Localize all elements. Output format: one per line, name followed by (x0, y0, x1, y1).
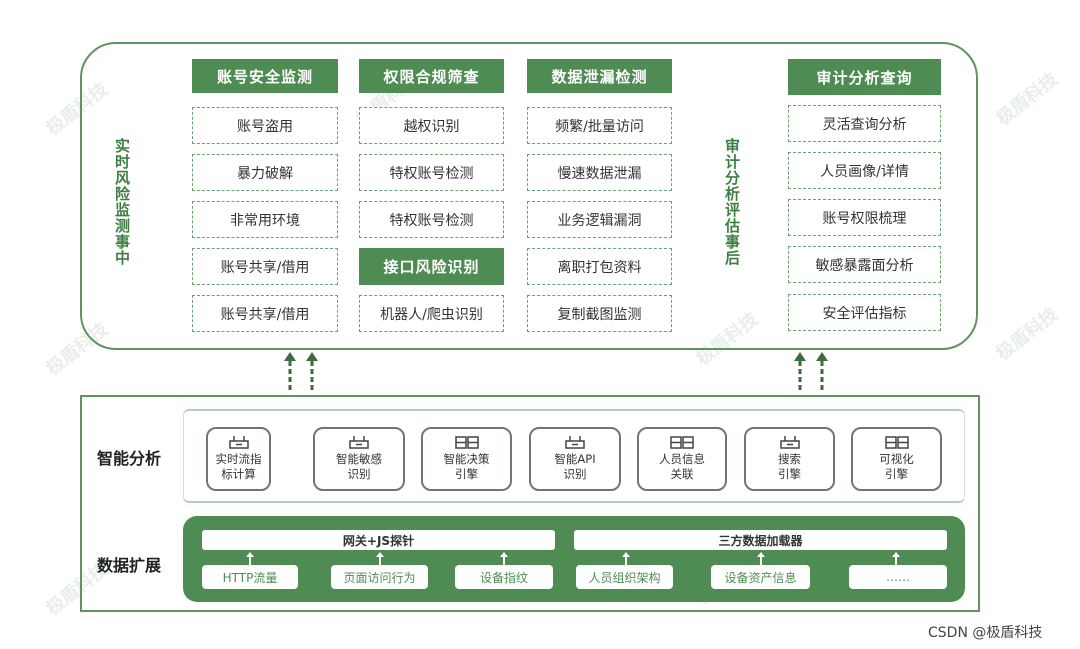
data-extension-band (183, 516, 965, 602)
database-icon (670, 436, 694, 449)
watermark: 极盾科技 (992, 68, 1063, 130)
analysis-card: 智能敏感 识别 (313, 427, 405, 491)
item-box: 复制截图监测 (527, 295, 672, 332)
item-box: 账号权限梳理 (788, 199, 941, 236)
right-side-label: 审计分析评估事后 (723, 138, 741, 266)
item-box: 频繁/批量访问 (527, 107, 672, 144)
sub-header-interface-risk: 接口风险识别 (359, 248, 504, 285)
analysis-band (183, 409, 965, 503)
item-box: 账号共享/借用 (192, 248, 338, 285)
analysis-card: 智能决策 引擎 (421, 427, 512, 491)
item-box: 离职打包资料 (527, 248, 672, 285)
up-arrow-icon (757, 552, 765, 566)
analysis-card: 搜索 引擎 (744, 427, 835, 491)
database-icon (454, 436, 479, 449)
analysis-card: 实时流指 标计算 (206, 427, 271, 491)
server-icon (228, 436, 249, 449)
item-box: 越权识别 (359, 107, 504, 144)
data-source-box: 页面访问行为 (331, 565, 428, 589)
column-header-account-security: 账号安全监测 (192, 59, 338, 93)
up-arrow-icon (892, 552, 900, 566)
data-row-title: 数据扩展 (97, 556, 162, 575)
item-box: 暴力破解 (192, 154, 338, 191)
up-arrow-icon (246, 552, 254, 566)
analysis-row-title: 智能分析 (97, 449, 162, 468)
up-arrow-icon (816, 352, 828, 390)
footer-credit: CSDN @极盾科技 (928, 625, 1043, 641)
card-label: 智能敏感 识别 (336, 452, 382, 481)
third-party-loader-bar: 三方数据加载器 (574, 530, 947, 550)
up-arrow-icon (376, 552, 384, 566)
server-icon (779, 436, 800, 449)
item-box: 慢速数据泄漏 (527, 154, 672, 191)
item-box: 安全评估指标 (788, 294, 941, 331)
up-arrow-icon (306, 352, 318, 390)
database-icon (884, 436, 909, 449)
realtime-audit-frame (80, 42, 978, 350)
item-box: 非常用环境 (192, 201, 338, 238)
gateway-bar: 网关+JS探针 (202, 530, 555, 550)
up-arrow-icon (284, 352, 296, 390)
up-arrow-icon (500, 552, 508, 566)
column-header-audit-analysis: 审计分析查询 (788, 59, 941, 95)
item-box: 账号共享/借用 (192, 295, 338, 332)
analysis-card: 智能API 识别 (529, 427, 621, 491)
item-box: 特权账号检测 (359, 154, 504, 191)
analysis-card: 可视化 引擎 (851, 427, 942, 491)
up-arrow-icon (794, 352, 806, 390)
platform-frame (80, 395, 980, 612)
card-label: 搜索 引擎 (778, 452, 801, 481)
item-box: 敏感暴露面分析 (788, 246, 941, 283)
item-box: 灵活查询分析 (788, 105, 941, 142)
column-header-data-leak: 数据泄漏检测 (527, 59, 672, 93)
left-side-label: 实时风险监测事中 (113, 138, 131, 266)
data-source-box: 设备资产信息 (711, 565, 810, 589)
server-icon (349, 436, 369, 449)
analysis-card: 人员信息 关联 (637, 427, 727, 491)
card-label: 智能API 识别 (554, 452, 596, 481)
watermark: 极盾科技 (992, 303, 1063, 365)
item-box: 业务逻辑漏洞 (527, 201, 672, 238)
data-source-box: …… (849, 565, 947, 589)
data-source-box: 设备指纹 (455, 565, 553, 589)
card-label: 可视化 引擎 (879, 452, 914, 481)
column-header-permission-compliance: 权限合规筛查 (359, 59, 504, 93)
item-box: 人员画像/详情 (788, 152, 941, 189)
card-label: 实时流指 标计算 (215, 452, 262, 481)
up-arrow-icon (622, 552, 630, 566)
item-box: 特权账号检测 (359, 201, 504, 238)
item-box: 机器人/爬虫识别 (359, 295, 504, 332)
item-box: 账号盗用 (192, 107, 338, 144)
data-source-box: 人员组织架构 (576, 565, 673, 589)
data-source-box: HTTP流量 (202, 565, 298, 589)
card-label: 人员信息 关联 (659, 452, 705, 481)
card-label: 智能决策 引擎 (443, 452, 490, 481)
server-icon (565, 436, 585, 449)
